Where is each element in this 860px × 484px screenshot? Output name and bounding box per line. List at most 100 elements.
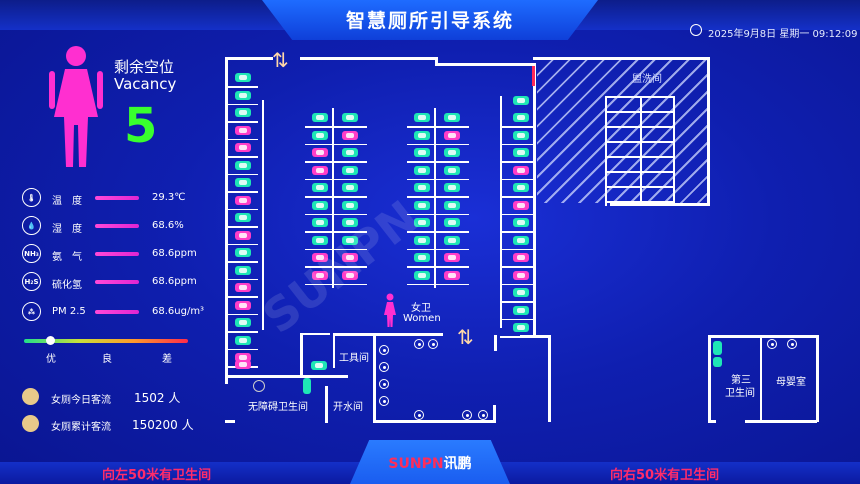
stall-left-4: [235, 143, 251, 152]
stall-block0-r-2: [342, 148, 358, 157]
stall-block1-l-9: [414, 270, 430, 280]
sensor-value: 68.6ug/m³: [152, 306, 205, 317]
urinal-icon: [462, 410, 472, 420]
traffic-today-value: 1502 人: [134, 391, 181, 405]
stall-block1-l-5: [414, 200, 430, 210]
stall-block1-l-0: [414, 113, 430, 122]
stall-block1-l-3: [414, 165, 430, 175]
scale-label-good: 优: [46, 354, 56, 365]
sensor-label: 湿 度: [52, 224, 82, 235]
stall-block1-l-6: [414, 218, 430, 227]
stall-block0-l-9: [312, 270, 328, 280]
stall-left-1: [235, 90, 251, 100]
stall-left-15: [235, 335, 251, 345]
urinal-icon: [787, 339, 797, 349]
stall-block0-r-6: [342, 218, 358, 227]
stall-right-7: [513, 235, 529, 245]
visitor-total-icon: [22, 415, 39, 432]
stall-left-13: [235, 300, 251, 310]
stall-right-5: [513, 200, 529, 210]
page-title: 智慧厕所引导系统: [345, 10, 514, 32]
women-sign-icon: [384, 293, 396, 327]
sensor-value: 68.6%: [152, 220, 184, 231]
stall-left-2: [235, 108, 251, 117]
stall-block0-l-5: [312, 200, 328, 210]
stall-block0-r-1: [342, 130, 358, 140]
stall-block1-r-5: [444, 200, 460, 210]
stall-block1-l-2: [414, 148, 430, 157]
stall-right-2: [513, 148, 529, 157]
female-figure-icon: [49, 46, 103, 167]
stall-left-0: [235, 73, 251, 82]
wheelchair-icon: [253, 380, 265, 392]
urinal-icon: [379, 362, 389, 372]
stall-left-14: [235, 318, 251, 327]
vacancy-label-en: Vacancy: [114, 75, 177, 93]
date-time: 2025年9月8日 星期一 09:12:09: [708, 29, 858, 40]
stall-right-1: [513, 130, 529, 140]
sensor-level-bar: [95, 310, 139, 314]
stall-right-0: [513, 113, 529, 122]
sensor-level-bar: [95, 224, 139, 228]
clock-icon: [690, 24, 702, 36]
stall-block0-l-6: [312, 218, 328, 227]
header-bar: [0, 0, 860, 44]
vacancy-label-cn: 剩余空位: [114, 58, 175, 76]
stall-right-6: [513, 218, 529, 227]
stall-block1-r-3: [444, 165, 460, 175]
air-quality-scale: [24, 339, 188, 343]
humidity-icon: 💧: [22, 216, 41, 235]
traffic-total-label: 女厕累计客流: [51, 422, 111, 433]
stall-left-8: [235, 213, 251, 222]
h2s-icon: H₂S: [22, 272, 41, 291]
stall-right-12: [513, 323, 529, 332]
tool-room-label: 工具间: [339, 353, 369, 364]
stall-right-8: [513, 253, 529, 262]
stall-block0-l-1: [312, 130, 328, 140]
stall-block1-l-1: [414, 130, 430, 140]
urinal-icon: [379, 396, 389, 406]
stall-block1-r-1: [444, 130, 460, 140]
mother-room-label: 母婴室: [776, 377, 806, 388]
urinal-icon: [414, 410, 424, 420]
sensor-level-bar: [95, 280, 139, 284]
sensor-label: 硫化氢: [52, 280, 82, 291]
sensor-value: 68.6ppm: [152, 276, 197, 287]
sensor-value: 68.6ppm: [152, 248, 197, 259]
right-direction-text: 向右50米有卫生间: [610, 468, 720, 483]
vacancy-count: 5: [124, 98, 158, 154]
stall-block0-r-8: [342, 253, 358, 262]
urinal-icon: [478, 410, 488, 420]
scale-label-poor: 差: [162, 354, 172, 365]
tool-room-stall: [311, 361, 327, 370]
stall-left-12: [235, 283, 251, 292]
sensor-value: 29.3℃: [152, 192, 186, 203]
stall-left-16: [235, 353, 251, 362]
stall-block0-r-9: [342, 270, 358, 280]
entrance-arrows-icon: ⇅: [272, 48, 289, 72]
stall-block0-l-8: [312, 253, 328, 262]
stall-right-11: [513, 305, 529, 315]
stall-left-11: [235, 265, 251, 275]
stall-left-7: [235, 195, 251, 205]
sensor-level-bar: [95, 196, 139, 200]
stall-block0-r-3: [342, 165, 358, 175]
stall-block1-r-6: [444, 218, 460, 227]
third-restroom-sink-icon: [713, 357, 722, 367]
traffic-total-value: 150200 人: [132, 418, 194, 432]
thermometer-icon: 🌡: [22, 188, 41, 207]
women-label-cn: 女卫: [411, 303, 431, 314]
sensor-label: 温 度: [52, 196, 82, 207]
urinal-icon: [414, 339, 424, 349]
accessible-toilet-icon: [303, 378, 311, 394]
stall-block0-l-3: [312, 165, 328, 175]
pm25-icon: ⁂: [22, 302, 41, 321]
third-restroom-label-2: 卫生间: [725, 388, 755, 399]
logo-tab: [350, 440, 510, 484]
stall-left-5: [235, 160, 251, 170]
brand-logo: SUNPN讯鹏: [350, 453, 510, 473]
stall-block0-l-0: [312, 113, 328, 122]
stall-block1-r-4: [444, 183, 460, 192]
stall-block0-r-5: [342, 200, 358, 210]
stall-right-10: [513, 288, 529, 297]
